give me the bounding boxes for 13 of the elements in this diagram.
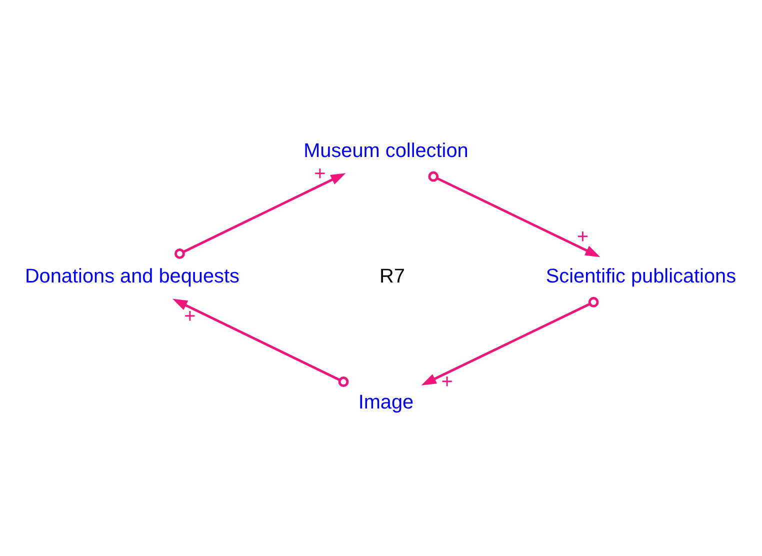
arrow: [421, 296, 599, 386]
label: R7: [379, 266, 405, 288]
edge-label: +: [184, 306, 196, 328]
arrow: [174, 173, 346, 259]
edge-label: +: [576, 226, 589, 248]
node-text: Museum collection: [304, 140, 468, 162]
edge-label: +: [314, 162, 326, 185]
arrow: [172, 298, 349, 387]
arrow: [428, 171, 600, 258]
node-text: Scientific publications: [546, 266, 736, 288]
node-text: Image: [358, 391, 414, 414]
node-text: Donations and bequests: [24, 266, 240, 288]
edge-label: +: [441, 371, 453, 394]
